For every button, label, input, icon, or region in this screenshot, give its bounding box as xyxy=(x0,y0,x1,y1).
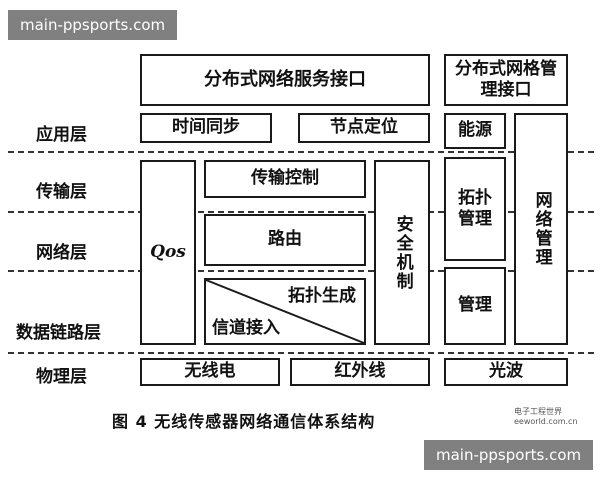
channel-access-label: 信道接入 xyxy=(212,317,280,338)
layer-divider-datalink-physical xyxy=(8,352,594,354)
light-wave-box: 光波 xyxy=(444,358,568,386)
distributed-mgmt-interface-box: 分布式网格管理接口 xyxy=(444,54,568,106)
layer-divider-app-transport xyxy=(8,151,594,153)
network-management-box: 网络管理 xyxy=(514,113,568,345)
topology-generation-label: 拓扑生成 xyxy=(288,286,356,306)
infrared-box: 红外线 xyxy=(290,358,430,386)
layer-label-physical: 物理层 xyxy=(36,367,87,387)
distributed-mgmt-interface-label: 分布式网格管理接口 xyxy=(455,58,557,100)
watermark-bottom: main-ppsports.com xyxy=(424,440,594,470)
time-sync-box: 时间同步 xyxy=(140,113,272,143)
radio-box: 无线电 xyxy=(140,358,280,386)
routing-box: 路由 xyxy=(204,214,366,266)
qos-box: Qos xyxy=(140,160,196,345)
node-localization-box: 节点定位 xyxy=(298,113,430,143)
energy-box: 能源 xyxy=(444,113,506,149)
figure-caption: 图 4 无线传感器网络通信体系结构 xyxy=(112,412,376,431)
topology-management-box: 拓扑管理 xyxy=(444,157,506,261)
management-box: 管理 xyxy=(444,267,506,345)
security-mechanism-box: 安全机制 xyxy=(374,160,430,345)
layer-divider-transport-network xyxy=(8,211,594,213)
watermark-top: main-ppsports.com xyxy=(8,10,178,40)
layer-label-transport: 传输层 xyxy=(36,182,87,202)
distributed-service-interface-box: 分布式网络服务接口 xyxy=(140,54,430,106)
layer-label-datalink: 数据链路层 xyxy=(16,323,101,343)
topology-management-label: 拓扑管理 xyxy=(458,187,492,229)
eeworld-logo: 电子工程世界 eeworld.com.cn xyxy=(514,406,594,426)
topology-channel-diagonal xyxy=(205,279,365,344)
eeworld-logo-text: 电子工程世界 eeworld.com.cn xyxy=(514,407,578,426)
layer-divider-network-datalink xyxy=(8,270,594,272)
layer-label-network: 网络层 xyxy=(36,243,87,263)
transport-control-box: 传输控制 xyxy=(204,160,366,198)
layer-label-application: 应用层 xyxy=(36,125,87,145)
